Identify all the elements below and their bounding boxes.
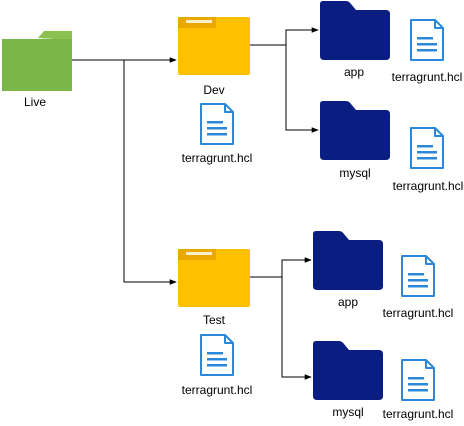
dev-label: Dev	[203, 83, 224, 97]
dev-mysql-file-icon[interactable]	[410, 127, 444, 169]
live-label: Live	[24, 95, 46, 109]
dev-file-icon[interactable]	[200, 103, 234, 145]
test-file-icon[interactable]	[200, 334, 234, 376]
test-app-label: app	[338, 295, 358, 309]
test-mysql-file-label: terragrunt.hcl	[383, 407, 454, 421]
edge-test-mysql	[281, 277, 312, 380]
dev-app-label: app	[344, 65, 364, 79]
dev-mysql-label: mysql	[339, 166, 370, 180]
dev-app-file-label: terragrunt.hcl	[392, 70, 463, 84]
live-folder-icon[interactable]	[2, 31, 72, 91]
connectors	[72, 27, 319, 380]
test-mysql-file-icon[interactable]	[401, 359, 435, 401]
edge-dev-mysql	[285, 45, 319, 133]
dev-mysql-folder-icon[interactable]	[320, 101, 390, 160]
test-file-label: terragrunt.hcl	[182, 383, 253, 397]
dev-folder-icon[interactable]	[178, 17, 250, 75]
dev-app-folder-icon[interactable]	[320, 1, 390, 60]
test-folder-icon[interactable]	[178, 249, 250, 307]
test-mysql-label: mysql	[332, 405, 363, 419]
test-app-folder-icon[interactable]	[313, 231, 383, 290]
test-label: Test	[203, 313, 226, 327]
test-app-file-label: terragrunt.hcl	[383, 306, 454, 320]
edge-test-app	[250, 257, 312, 278]
dev-mysql-file-label: terragrunt.hcl	[393, 179, 464, 193]
edge-live-test	[123, 60, 177, 285]
edge-dev-app	[250, 27, 319, 46]
dev-file-label: terragrunt.hcl	[182, 151, 253, 165]
test-mysql-folder-icon[interactable]	[313, 341, 383, 400]
dev-app-file-icon[interactable]	[410, 19, 444, 61]
test-app-file-icon[interactable]	[401, 255, 435, 297]
